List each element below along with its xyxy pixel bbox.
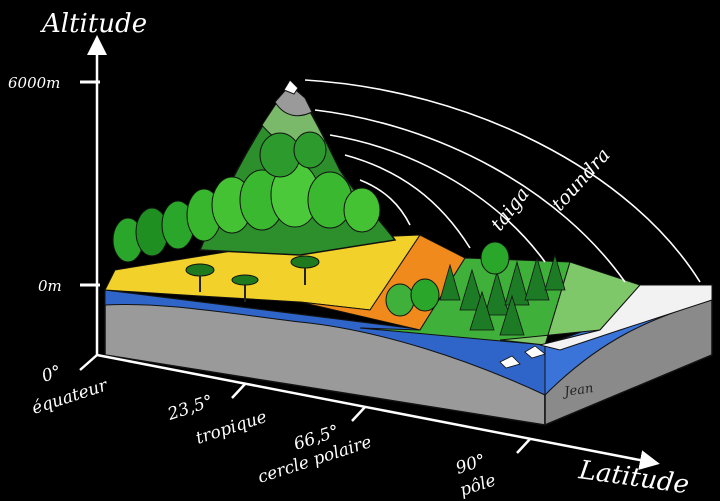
x-tick-tropic xyxy=(231,383,246,399)
y-axis-title: Altitude xyxy=(40,9,147,39)
ice-cap xyxy=(539,284,713,351)
y-tick-label-6000: 6000m xyxy=(8,74,60,92)
lat-equator-degree: 0° xyxy=(39,362,64,387)
x-axis xyxy=(96,353,660,470)
lat-equator-name: équateur xyxy=(29,375,110,418)
iceberg-1 xyxy=(499,355,521,369)
y-tick-label-0: 0m xyxy=(38,277,62,295)
x-tick-pole xyxy=(516,438,531,454)
savanna-trees xyxy=(185,255,320,302)
artist-signature: Jean xyxy=(560,381,594,400)
ocean-front-layer xyxy=(104,289,546,396)
zone-label-toundra: toundra xyxy=(547,144,614,215)
mountain-rock-zone xyxy=(274,84,313,117)
taiga-trees xyxy=(439,253,566,336)
x-axis-title: Latitude xyxy=(576,455,691,500)
x-tick-polar-circle xyxy=(351,406,366,422)
iceberg-2 xyxy=(524,345,546,359)
mountain-snow-peak xyxy=(283,79,299,95)
rainforest xyxy=(112,131,381,263)
temperate-trees xyxy=(385,241,510,317)
zone-arcs xyxy=(304,79,701,283)
x-tick-equator xyxy=(79,354,98,371)
lat-tropic-degree: 23,5° xyxy=(164,391,215,425)
